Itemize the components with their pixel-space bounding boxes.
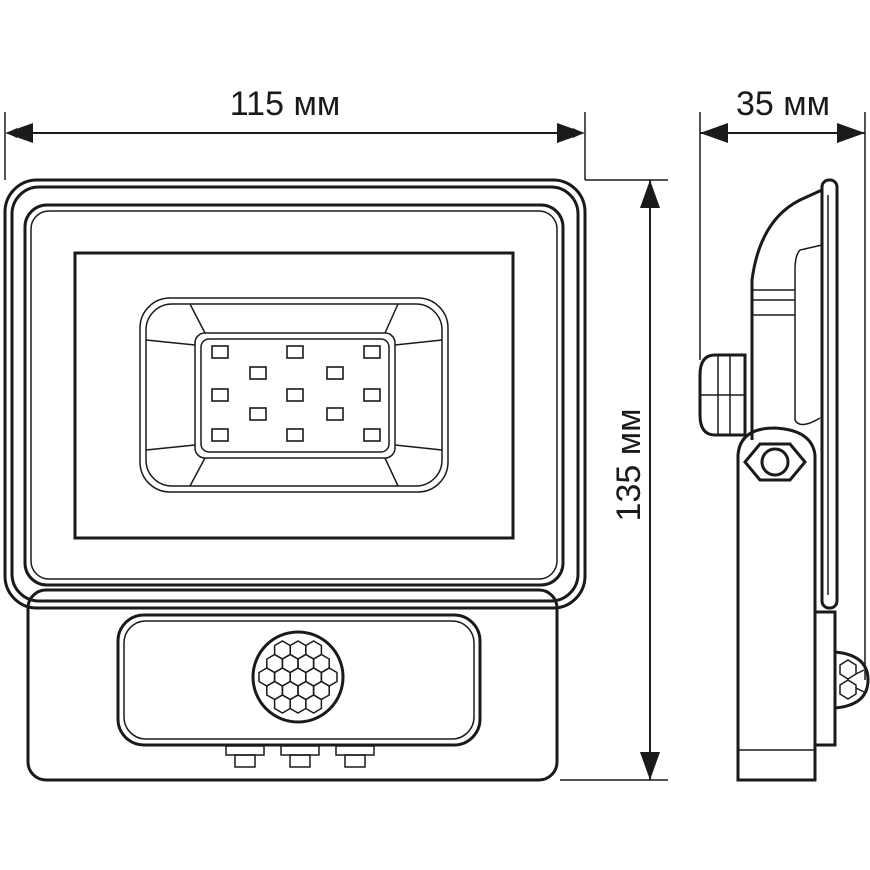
sensor-adjust-knobs — [225, 745, 375, 768]
depth-label: 35 мм — [736, 85, 830, 123]
lens-cell — [273, 694, 291, 714]
front-view — [3, 178, 587, 782]
height-label: 135 мм — [610, 409, 648, 522]
lens-cell — [289, 694, 307, 714]
height-dimension: 135 мм — [560, 179, 668, 781]
pir-sensor-dome — [251, 630, 345, 724]
lens-cell — [305, 694, 323, 714]
mounting-bolt-nut — [743, 442, 807, 482]
side-view — [698, 178, 870, 782]
width-dimension: 115 мм — [4, 85, 586, 180]
lens — [139, 297, 449, 493]
width-label: 115 мм — [230, 85, 340, 123]
depth-dimension: 35 мм — [699, 85, 866, 680]
led-array — [211, 345, 381, 442]
side-pir-dome — [834, 650, 870, 710]
motion-sensor-housing — [116, 613, 482, 747]
